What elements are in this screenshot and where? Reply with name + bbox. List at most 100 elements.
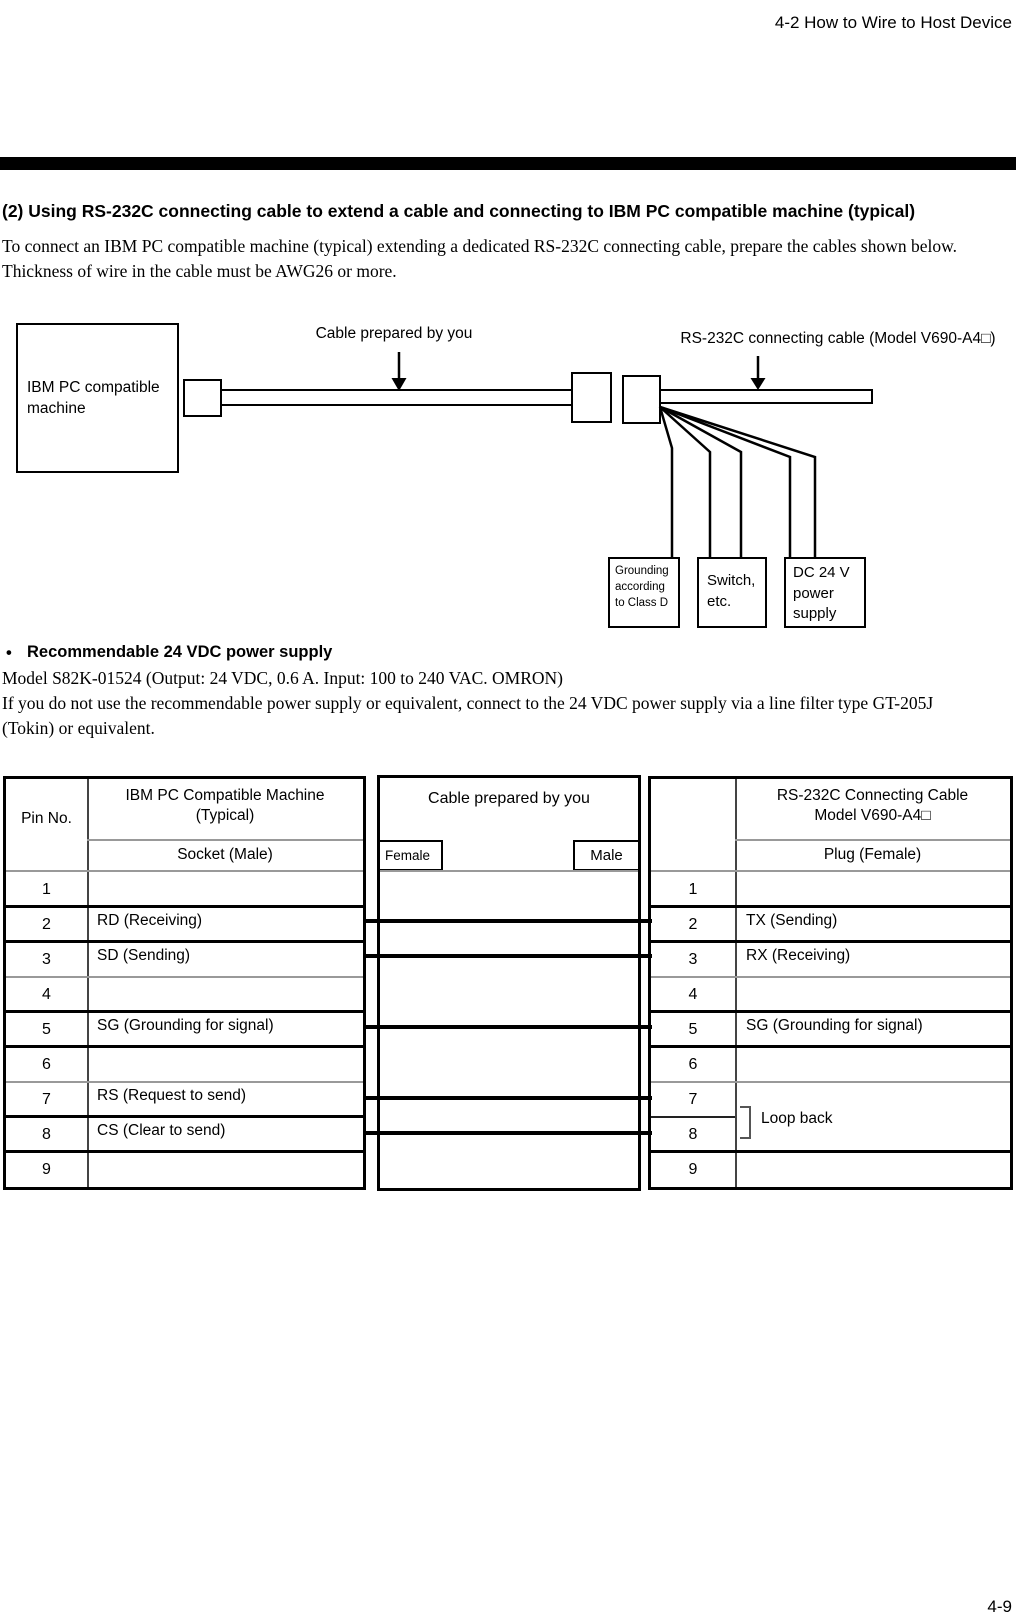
- grounding-label-line2: according: [615, 581, 665, 593]
- right-pin-5: 5: [688, 1021, 698, 1038]
- right-pin-7: 7: [688, 1091, 698, 1108]
- bullet-icon: •: [6, 644, 12, 662]
- right-pin-1: 1: [688, 881, 698, 898]
- row-separator: [651, 940, 1010, 943]
- left-signal-rd: RD (Receiving): [97, 912, 203, 929]
- running-header: 4-2 How to Wire to Host Device: [774, 13, 1012, 32]
- right-pin-8: 8: [688, 1126, 698, 1143]
- wire-pin-5: [363, 1025, 652, 1029]
- wire-pin-2: [363, 919, 652, 923]
- row-separator: [6, 976, 363, 978]
- row-separator: [6, 1150, 363, 1153]
- wire-pin-7: [363, 1096, 652, 1100]
- cable-column-title: Cable prepared by you: [428, 790, 590, 807]
- left-pin-8: 8: [42, 1126, 51, 1143]
- loopback-bracket-icon: [740, 1106, 751, 1139]
- left-signal-cs: CS (Clear to send): [97, 1122, 226, 1139]
- note-line-2: If you do not use the recommendable powe…: [2, 693, 934, 713]
- power-label-line3: supply: [793, 605, 837, 622]
- left-pin-6: 6: [42, 1056, 51, 1073]
- left-pin-5: 5: [42, 1021, 51, 1038]
- row-separator: [6, 1010, 363, 1013]
- right-pin-9: 9: [688, 1161, 698, 1178]
- pc-connector: [183, 379, 222, 417]
- row-separator: [651, 1010, 1010, 1013]
- left-table-column-divider: [87, 779, 89, 1187]
- switch-label-line2: etc.: [707, 593, 732, 610]
- prepared-cable-label: Cable prepared by you: [315, 325, 473, 342]
- right-signal-rx: RX (Receiving): [746, 947, 851, 964]
- left-signal-sd: SD (Sending): [97, 947, 191, 964]
- note-line-3: (Tokin) or equivalent.: [2, 718, 155, 738]
- row-separator: [651, 1150, 1010, 1153]
- intro-line-2: Thickness of wire in the cable must be A…: [2, 261, 397, 281]
- note-heading: Recommendable 24 VDC power supply: [27, 643, 333, 661]
- prepared-cable: [220, 389, 573, 406]
- right-pin-4: 4: [688, 986, 698, 1003]
- female-end-tag: Female: [380, 840, 443, 871]
- right-signal-sg: SG (Grounding for signal): [746, 1017, 923, 1034]
- fan-out-lines: [658, 405, 817, 558]
- left-signal-sg: SG (Grounding for signal): [97, 1017, 274, 1034]
- grounding-label-line1: Grounding: [615, 565, 669, 577]
- right-signal-tx: TX (Sending): [746, 912, 838, 929]
- rs232c-cable: [659, 389, 873, 404]
- note-line-1: Model S82K-01524 (Output: 24 VDC, 0.6 A.…: [2, 668, 564, 688]
- page-number: 4-9: [987, 1597, 1012, 1616]
- row-separator: [651, 976, 1010, 978]
- intro-line-1: To connect an IBM PC compatible machine …: [2, 236, 957, 256]
- left-pin-3: 3: [42, 951, 51, 968]
- dc-power-box: DC 24 V power supply: [784, 557, 866, 628]
- left-pin-2: 2: [42, 916, 51, 933]
- right-table-column-divider: [735, 779, 737, 1187]
- female-connector: [571, 372, 612, 423]
- section-divider-bar: [0, 157, 1016, 170]
- wire-pin-8: [363, 1131, 652, 1135]
- left-pin-table: Pin No. IBM PC Compatible Machine (Typic…: [3, 776, 366, 1190]
- left-header-bottom-line: [6, 870, 363, 872]
- right-pin-2: 2: [688, 916, 698, 933]
- right-pin-table: RS-232C Connecting Cable Model V690-A4□ …: [648, 776, 1013, 1190]
- switch-box: Switch, etc.: [697, 557, 767, 628]
- grounding-label-line3: to Class D: [615, 597, 669, 609]
- left-table-title-line2: (Typical): [195, 807, 255, 824]
- ibm-pc-label-line1: IBM PC compatible: [27, 379, 160, 396]
- ibm-pc-box: IBM PC compatible machine: [16, 323, 179, 473]
- row-separator: [6, 940, 363, 943]
- left-header-subdivider: [87, 839, 363, 841]
- male-end-tag: Male: [573, 840, 638, 871]
- left-table-subheader: Socket (Male): [177, 846, 273, 863]
- right-table-title-line2: Model V690-A4□: [814, 807, 931, 824]
- left-pin-4: 4: [42, 986, 51, 1003]
- row-separator: [6, 1115, 363, 1118]
- loopback-label: Loop back: [761, 1110, 833, 1127]
- row-separator: [651, 1045, 1010, 1048]
- power-label-line1: DC 24 V: [793, 564, 850, 581]
- switch-label-line1: Switch,: [707, 572, 756, 589]
- wire-pin-3: [363, 954, 652, 958]
- male-connector: [622, 375, 661, 424]
- left-table-title-line1: IBM PC Compatible Machine: [125, 787, 325, 804]
- row-separator: [6, 905, 363, 908]
- left-signal-rs: RS (Request to send): [97, 1087, 247, 1104]
- row-separator: [651, 905, 1010, 908]
- right-header-bottom-line: [651, 870, 1010, 872]
- right-pin-3: 3: [688, 951, 698, 968]
- row-separator: [6, 1081, 363, 1083]
- row-separator: [651, 1081, 1010, 1083]
- grounding-box: Grounding according to Class D: [608, 557, 680, 628]
- right-header-subdivider: [735, 839, 1010, 841]
- row-separator-pin-only: [651, 1116, 735, 1118]
- pin-no-header: Pin No.: [21, 810, 72, 827]
- left-pin-9: 9: [42, 1161, 51, 1178]
- cable-column-header-line: [380, 870, 638, 872]
- right-table-title-line1: RS-232C Connecting Cable: [776, 787, 969, 804]
- ibm-pc-label-line2: machine: [27, 400, 86, 417]
- left-pin-1: 1: [42, 881, 51, 898]
- rs232c-cable-label: RS-232C connecting cable (Model V690-A4□…: [680, 330, 996, 347]
- right-table-subheader: Plug (Female): [823, 846, 922, 863]
- left-pin-7: 7: [42, 1091, 51, 1108]
- power-label-line2: power: [793, 584, 834, 602]
- cable-column: Cable prepared by you Female Male: [377, 775, 641, 1191]
